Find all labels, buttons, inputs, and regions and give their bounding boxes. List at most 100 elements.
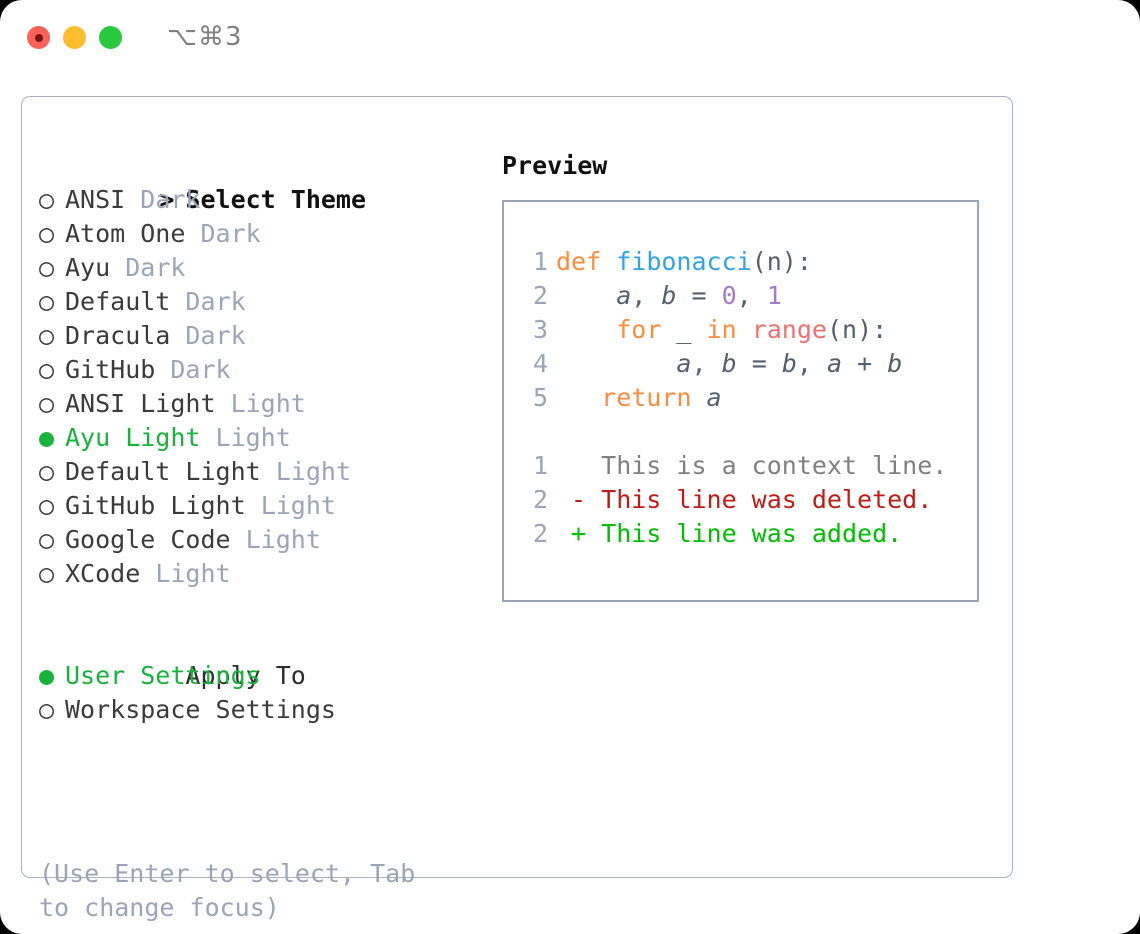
- code-line: 2 a, b = 0, 1: [522, 279, 947, 313]
- code-token: [691, 383, 706, 412]
- theme-option-label: Default Light: [65, 457, 261, 486]
- theme-option-label: Ayu Light: [65, 423, 201, 452]
- theme-option-ayu[interactable]: ○Ayu Dark: [39, 251, 489, 285]
- line-number: 1: [532, 247, 548, 276]
- label-tag-gap: [140, 559, 155, 588]
- theme-option-tag: Dark: [185, 287, 246, 316]
- radio-unselected-icon: ○: [39, 491, 55, 520]
- code-token: a: [706, 383, 722, 412]
- code-token: in: [706, 315, 737, 344]
- code-line: 3 for _ in range(n):: [522, 313, 947, 347]
- line-number: 4: [532, 349, 548, 378]
- theme-option-label: Default: [65, 287, 171, 316]
- label-tag-gap: [185, 219, 200, 248]
- theme-option-tag: Light: [215, 423, 291, 452]
- theme-option-ayu-light[interactable]: ● Ayu Light Light: [39, 421, 489, 455]
- theme-option-ansi-light[interactable]: ○ ANSI Light Light: [39, 387, 489, 421]
- line-number: 2: [532, 485, 548, 514]
- code-token: 1: [766, 281, 782, 310]
- apply-to-list: ●User Settings○Workspace Settings: [39, 659, 489, 727]
- code-token: fibonacci: [616, 247, 752, 276]
- code-line: 4 a, b = b, a + b: [522, 347, 947, 381]
- code-token: 0: [721, 281, 737, 310]
- code-token: def: [556, 247, 602, 276]
- close-button[interactable]: [27, 26, 50, 49]
- code-token: ,: [796, 349, 827, 378]
- theme-option-tag: Light: [230, 389, 306, 418]
- code-token: range: [751, 315, 827, 344]
- keyboard-hint: (Use Enter to select, Tab to change focu…: [39, 859, 416, 922]
- label-tag-gap: [200, 423, 215, 452]
- code-token: b: [887, 349, 903, 378]
- radio-selected-icon: ●: [39, 661, 55, 690]
- apply-to-option-workspace-settings[interactable]: ○Workspace Settings: [39, 693, 489, 727]
- code-token: b: [781, 349, 797, 378]
- apply-to-heading: Apply To: [39, 625, 489, 690]
- radio-unselected-icon: ○: [39, 457, 55, 486]
- code-token: =: [736, 349, 782, 378]
- radio-selected-icon: ●: [39, 423, 55, 452]
- theme-option-default-light[interactable]: ○ Default Light Light: [39, 455, 489, 489]
- theme-option-github[interactable]: ○GitHub Dark: [39, 353, 489, 387]
- code-token: =: [676, 281, 722, 310]
- label-tag-gap: [246, 491, 261, 520]
- apply-to-option-user-settings[interactable]: ●User Settings: [39, 659, 489, 693]
- label-tag-gap: [110, 253, 125, 282]
- theme-option-label: Ayu: [65, 253, 111, 282]
- theme-option-label: ANSI Light: [65, 389, 216, 418]
- code-token: _: [661, 315, 707, 344]
- code-token: (n):: [751, 247, 812, 276]
- apply-to-heading-label: Apply To: [185, 661, 306, 690]
- code-line: 2 + This line was added.: [522, 517, 947, 551]
- zoom-button[interactable]: [99, 26, 122, 49]
- code-token: [556, 281, 616, 310]
- theme-option-label: XCode: [65, 559, 141, 588]
- theme-option-github-light[interactable]: ○GitHub Light Light: [39, 489, 489, 523]
- theme-option-tag: Light: [275, 457, 351, 486]
- code-token: (n):: [826, 315, 888, 344]
- line-number: 1: [532, 451, 548, 480]
- line-number: 3: [532, 315, 548, 344]
- radio-unselected-icon: ○: [39, 219, 55, 248]
- code-line: 1 def fibonacci(n):: [522, 245, 947, 279]
- code-token: This is a context line.: [556, 451, 948, 480]
- code-token: [556, 315, 616, 344]
- theme-option-ansi[interactable]: ○ANSI Dark: [39, 183, 489, 217]
- radio-unselected-icon: ○: [39, 185, 55, 214]
- theme-option-dracula[interactable]: ○Dracula Dark: [39, 319, 489, 353]
- radio-unselected-icon: ○: [39, 695, 55, 724]
- label-tag-gap: [155, 355, 170, 384]
- code-line: 2 - This line was deleted.: [522, 483, 947, 517]
- title-bar: ⌥⌘3: [0, 0, 1140, 78]
- code-token: b: [721, 349, 737, 378]
- code-token: [737, 315, 752, 344]
- radio-unselected-icon: ○: [39, 389, 55, 418]
- theme-option-atom-one[interactable]: ○ Atom One Dark: [39, 217, 489, 251]
- preview-heading: Preview: [502, 151, 608, 180]
- theme-option-label: Google Code: [65, 525, 231, 554]
- code-token: ,: [691, 349, 722, 378]
- theme-select-column: >Select Theme ○ANSI Dark○Atom One Dark○A…: [39, 149, 489, 727]
- radio-unselected-icon: ○: [39, 355, 55, 384]
- line-number: 2: [532, 519, 548, 548]
- section-spacer: [39, 591, 489, 625]
- radio-unselected-icon: ○: [39, 253, 55, 282]
- theme-option-google-code[interactable]: ○Google Code Light: [39, 523, 489, 557]
- code-line: [522, 415, 947, 449]
- theme-option-xcode[interactable]: ○XCode Light: [39, 557, 489, 591]
- label-tag-gap: [170, 287, 185, 316]
- prompt-caret-icon: >: [159, 185, 175, 214]
- theme-option-tag: Light: [260, 491, 336, 520]
- line-number: 2: [532, 281, 548, 310]
- theme-option-tag: Dark: [200, 219, 261, 248]
- theme-option-label: Atom One: [65, 219, 186, 248]
- theme-option-default[interactable]: ○Default Dark: [39, 285, 489, 319]
- label-tag-gap: [216, 389, 231, 418]
- theme-list: ○ANSI Dark○Atom One Dark○Ayu Dark○Defaul…: [39, 183, 489, 591]
- code-token: +: [842, 349, 888, 378]
- minimize-button[interactable]: [63, 26, 86, 49]
- theme-option-label: ANSI: [65, 185, 126, 214]
- radio-unselected-icon: ○: [39, 559, 55, 588]
